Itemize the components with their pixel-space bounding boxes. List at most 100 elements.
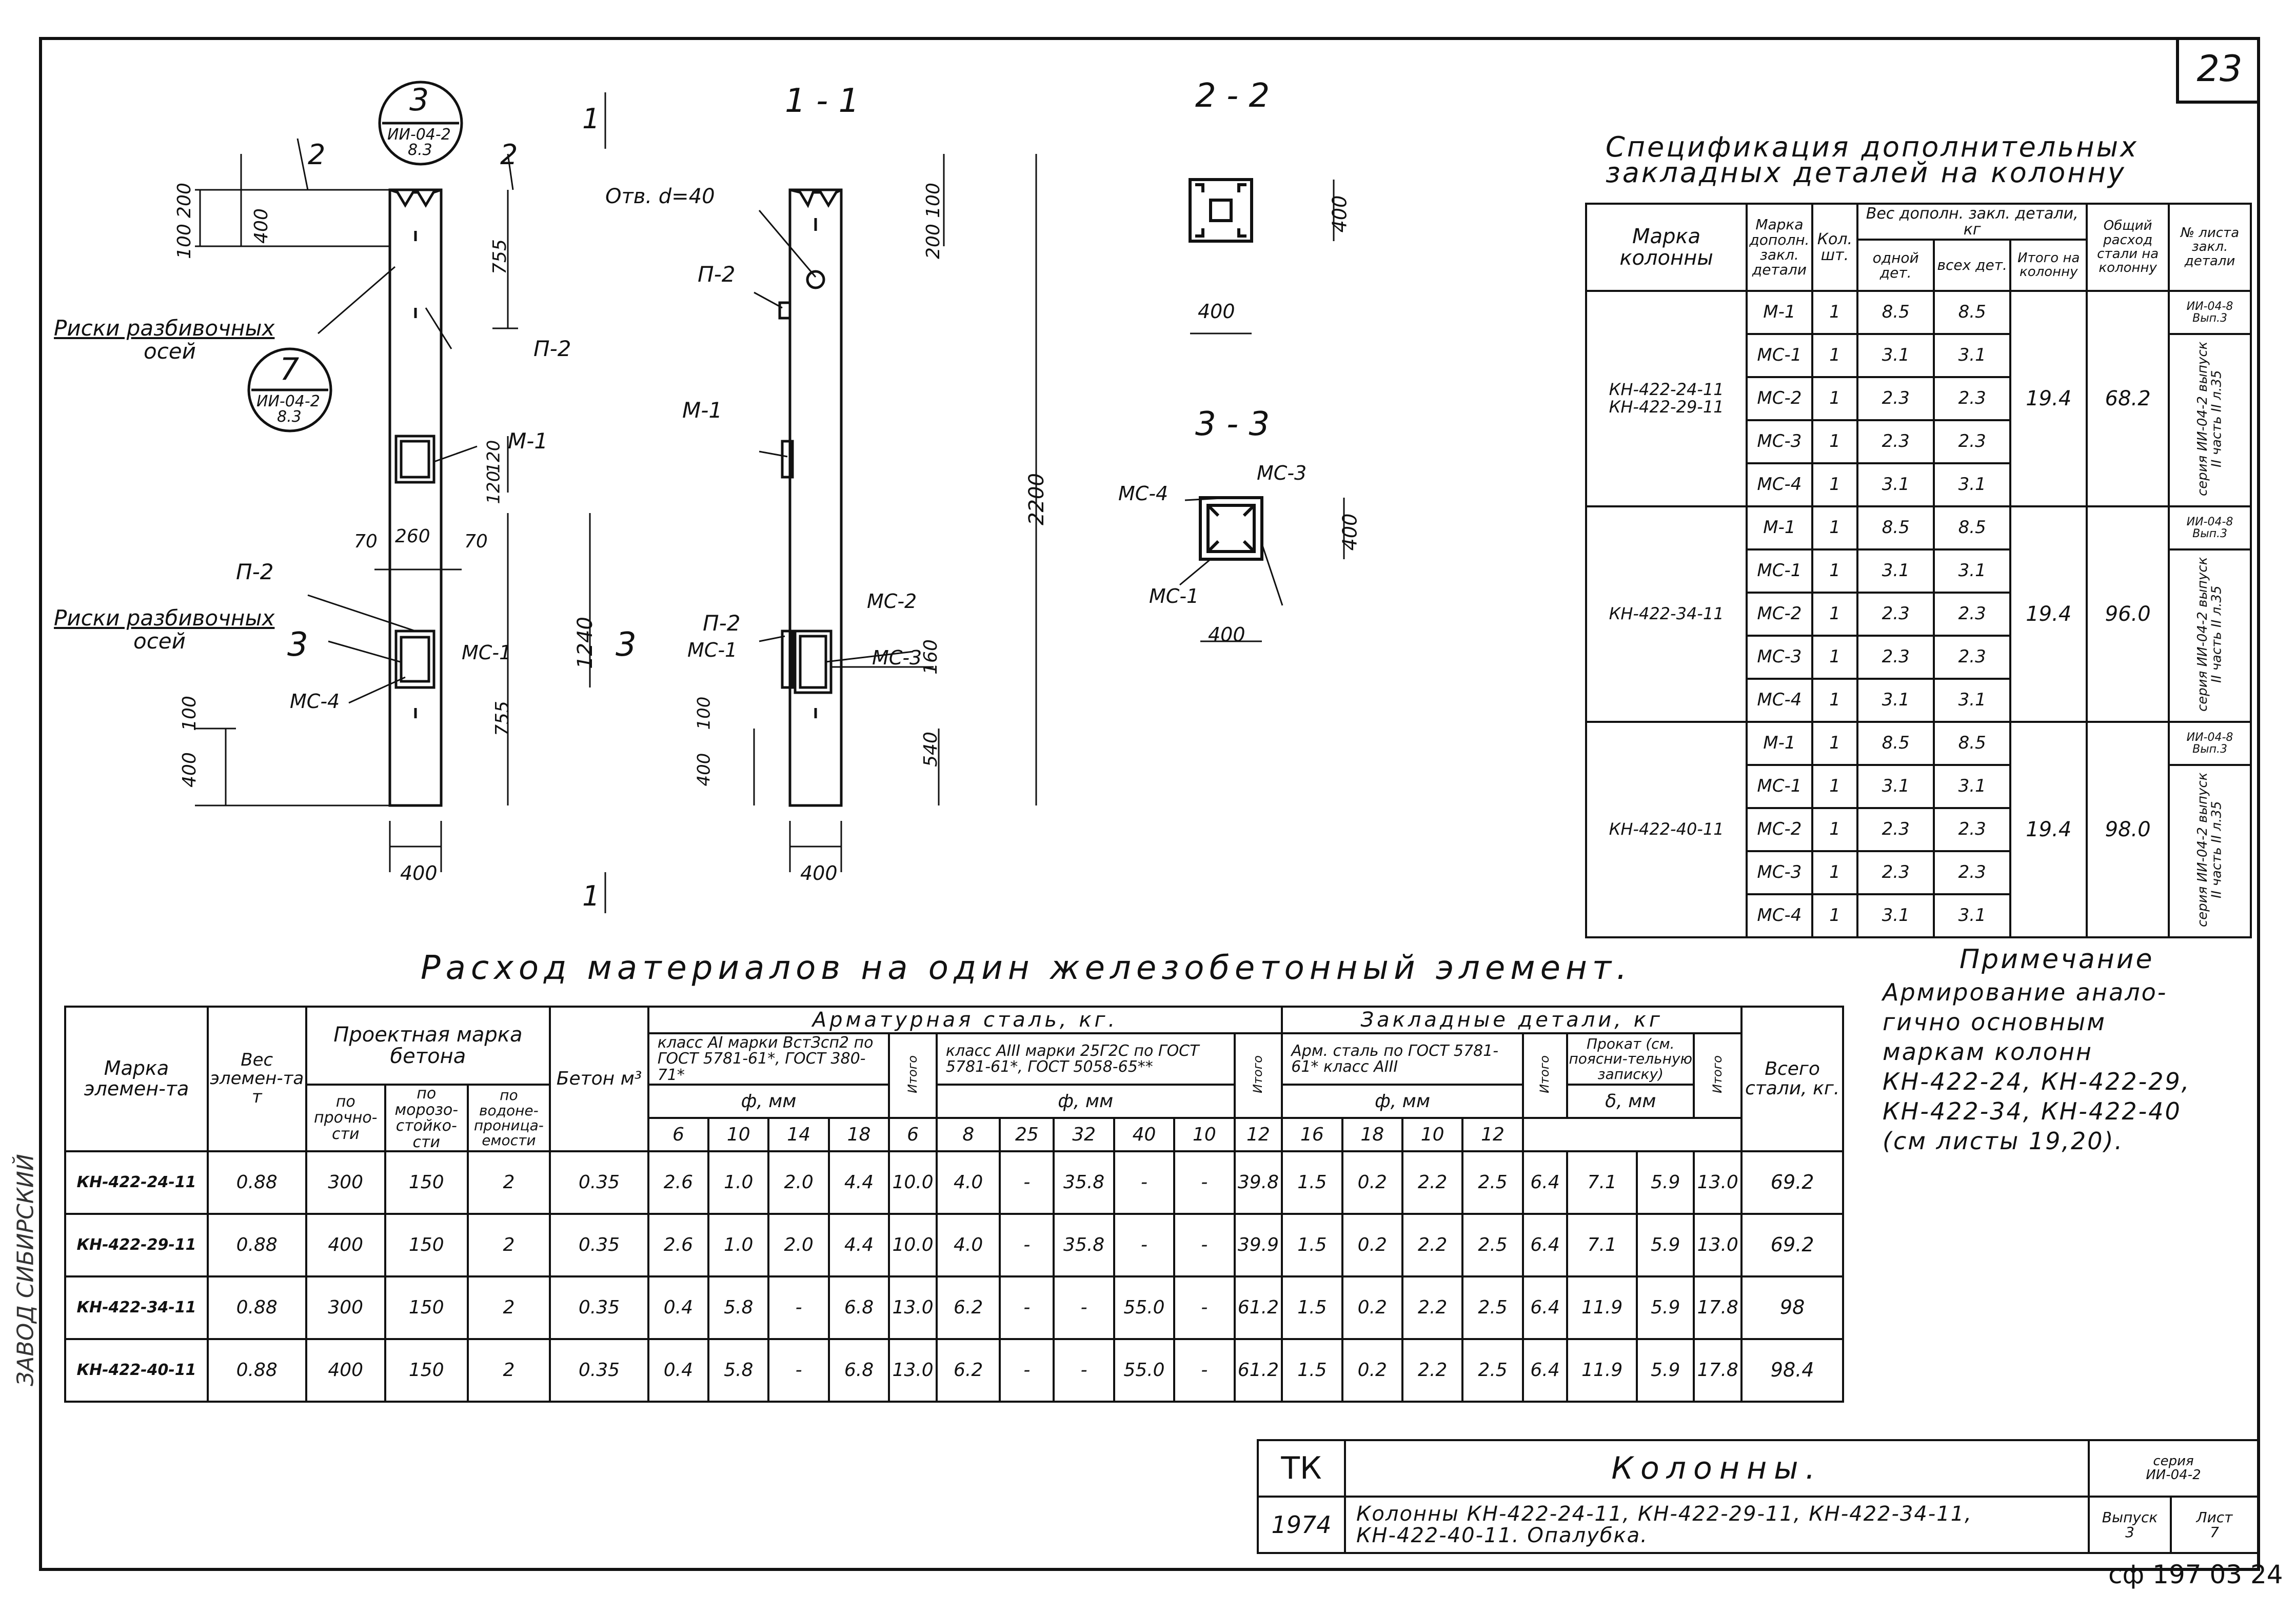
- dim-70-right: 70: [464, 531, 488, 552]
- materials-cell: 5.8: [707, 1338, 770, 1403]
- label-mc3-side: МС-3: [872, 646, 922, 669]
- label-mc1-front: МС-1: [462, 641, 512, 664]
- tb-vypusk-label: Выпуск: [2102, 1508, 2158, 1526]
- mat-header-ves: Вес элемен-та т: [207, 1006, 307, 1152]
- spec-vseh: 3.1: [1933, 893, 2012, 938]
- dim-1240: 1240: [573, 617, 597, 669]
- materials-cell: 2.2: [1401, 1275, 1464, 1340]
- materials-cell: 13.0: [888, 1275, 938, 1340]
- dim-400-sec33-w: 400: [1208, 623, 1245, 646]
- spec-kol: 1: [1811, 548, 1859, 594]
- mat-itogo-zak-label: Итого: [1537, 1055, 1552, 1093]
- materials-cell: 5.9: [1636, 1150, 1695, 1215]
- note-title: Примечание: [1959, 944, 2154, 975]
- spec-kol: 1: [1811, 764, 1859, 809]
- materials-cell: 2.0: [767, 1213, 830, 1277]
- materials-cell: 5.9: [1636, 1213, 1695, 1277]
- dim-120-b: 120: [483, 470, 504, 504]
- materials-cell: 0.2: [1341, 1150, 1404, 1215]
- spec-odnoy: 3.1: [1856, 764, 1935, 809]
- spec-title-line2: закладных деталей на колонну: [1606, 156, 2126, 189]
- dim-400-top: 400: [250, 208, 272, 244]
- spec-kol: 1: [1811, 721, 1859, 766]
- label-mc4-sec: МС-4: [1118, 482, 1169, 505]
- materials-cell: 55.0: [1113, 1338, 1176, 1403]
- spec-kol: 1: [1811, 807, 1859, 852]
- cut-mark-2-right: 2: [500, 139, 518, 171]
- spec-vseh: 3.1: [1933, 462, 2012, 507]
- tb-desc-line2: КН-422-40-11. Опалубка.: [1356, 1524, 1648, 1547]
- spec-vseh: 2.3: [1933, 807, 2012, 852]
- materials-cell: 35.8: [1053, 1213, 1115, 1277]
- spec-odnoy: 3.1: [1856, 893, 1935, 938]
- note-line: КН-422-34, КН-422-40: [1883, 1097, 2182, 1125]
- materials-cell: 0.35: [549, 1275, 649, 1340]
- spec-det-marka: М-1: [1746, 505, 1813, 551]
- materials-cell: 2.2: [1401, 1150, 1464, 1215]
- materials-cell: 69.2: [1740, 1213, 1844, 1277]
- mat-header-arm-stal: Арм. сталь по ГОСТ 5781-61* класс АIII: [1281, 1032, 1524, 1086]
- label-p2-side: П-2: [698, 262, 736, 287]
- tb-seria: серия ИИ-04-2: [2087, 1439, 2260, 1498]
- mat-itogo-a3-label: Итого: [1251, 1055, 1265, 1093]
- materials-cell: 6.8: [827, 1275, 890, 1340]
- spec-det-marka: МС-4: [1746, 678, 1813, 723]
- dim-100-side: 100: [922, 183, 944, 218]
- materials-cell: 2: [466, 1338, 551, 1403]
- dim-400-bottom: 400: [179, 752, 200, 788]
- mat-diam-a1: 18: [827, 1117, 890, 1152]
- spec-det-marka: МС-3: [1746, 419, 1813, 464]
- materials-cell: 0.88: [207, 1213, 307, 1277]
- cut-mark-1-top: 1: [582, 103, 600, 135]
- materials-cell: 4.0: [935, 1213, 1001, 1277]
- callout-circles: [247, 81, 463, 433]
- tb-code: ТК: [1257, 1439, 1346, 1498]
- mat-header-beton: Бетон м³: [549, 1006, 649, 1152]
- spec-vseh: 2.3: [1933, 592, 2012, 637]
- materials-cell: -: [1113, 1150, 1176, 1215]
- mat-diam-zak: 12: [1233, 1117, 1283, 1152]
- materials-cell: 6.2: [935, 1275, 1001, 1340]
- spec-itogo: 19.4: [2009, 721, 2088, 938]
- tb-vypusk: Выпуск 3: [2088, 1496, 2172, 1554]
- callout-3-ref: ИИ-04-2: [387, 126, 451, 144]
- materials-cell: 13.0: [1693, 1150, 1743, 1215]
- callout-7-ref: ИИ-04-2: [256, 392, 320, 410]
- mat-diam-a3: 32: [1053, 1117, 1115, 1152]
- mat-itogo-prok-label: Итого: [1710, 1055, 1725, 1093]
- spec-header-itogo: Итого на колонну: [2009, 239, 2088, 292]
- materials-cell: 7.1: [1566, 1150, 1638, 1215]
- spec-header-marka-det: Марка дополн. закл. детали: [1746, 203, 1813, 292]
- spec-odnoy: 3.1: [1856, 678, 1935, 723]
- materials-cell: 69.2: [1740, 1150, 1844, 1215]
- materials-cell: КН-422-24-11: [64, 1150, 209, 1215]
- mat-diam-a3: 6: [888, 1117, 938, 1152]
- materials-cell: 4.0: [935, 1150, 1001, 1215]
- materials-cell: -: [999, 1150, 1055, 1215]
- mat-header-proekt: Проектная марка бетона: [305, 1006, 551, 1086]
- spec-kol: 1: [1811, 592, 1859, 637]
- materials-cell: 0.35: [549, 1338, 649, 1403]
- dim-260: 260: [395, 526, 430, 547]
- materials-cell: 6.8: [827, 1338, 890, 1403]
- label-mc3-sec: МС-3: [1257, 462, 1307, 484]
- materials-cell: 10.0: [888, 1213, 938, 1277]
- spec-obsh: 68.2: [2086, 290, 2170, 507]
- materials-cell: 0.35: [549, 1213, 649, 1277]
- section-2-2-title: 2 - 2: [1195, 77, 1270, 115]
- spec-vseh: 2.3: [1933, 635, 2012, 680]
- drawing-sheet-border: [39, 37, 2260, 1571]
- dim-2200: 2200: [1024, 473, 1048, 525]
- materials-cell: 2.0: [767, 1150, 830, 1215]
- tb-list: Лист 7: [2169, 1496, 2260, 1554]
- spec-title-line1: Спецификация дополнительных: [1606, 131, 2139, 163]
- materials-table: Марка элемен-та Вес элемен-та т Проектна…: [64, 1006, 1844, 1403]
- materials-cell: 0.2: [1341, 1338, 1404, 1403]
- materials-cell: 39.8: [1233, 1150, 1283, 1215]
